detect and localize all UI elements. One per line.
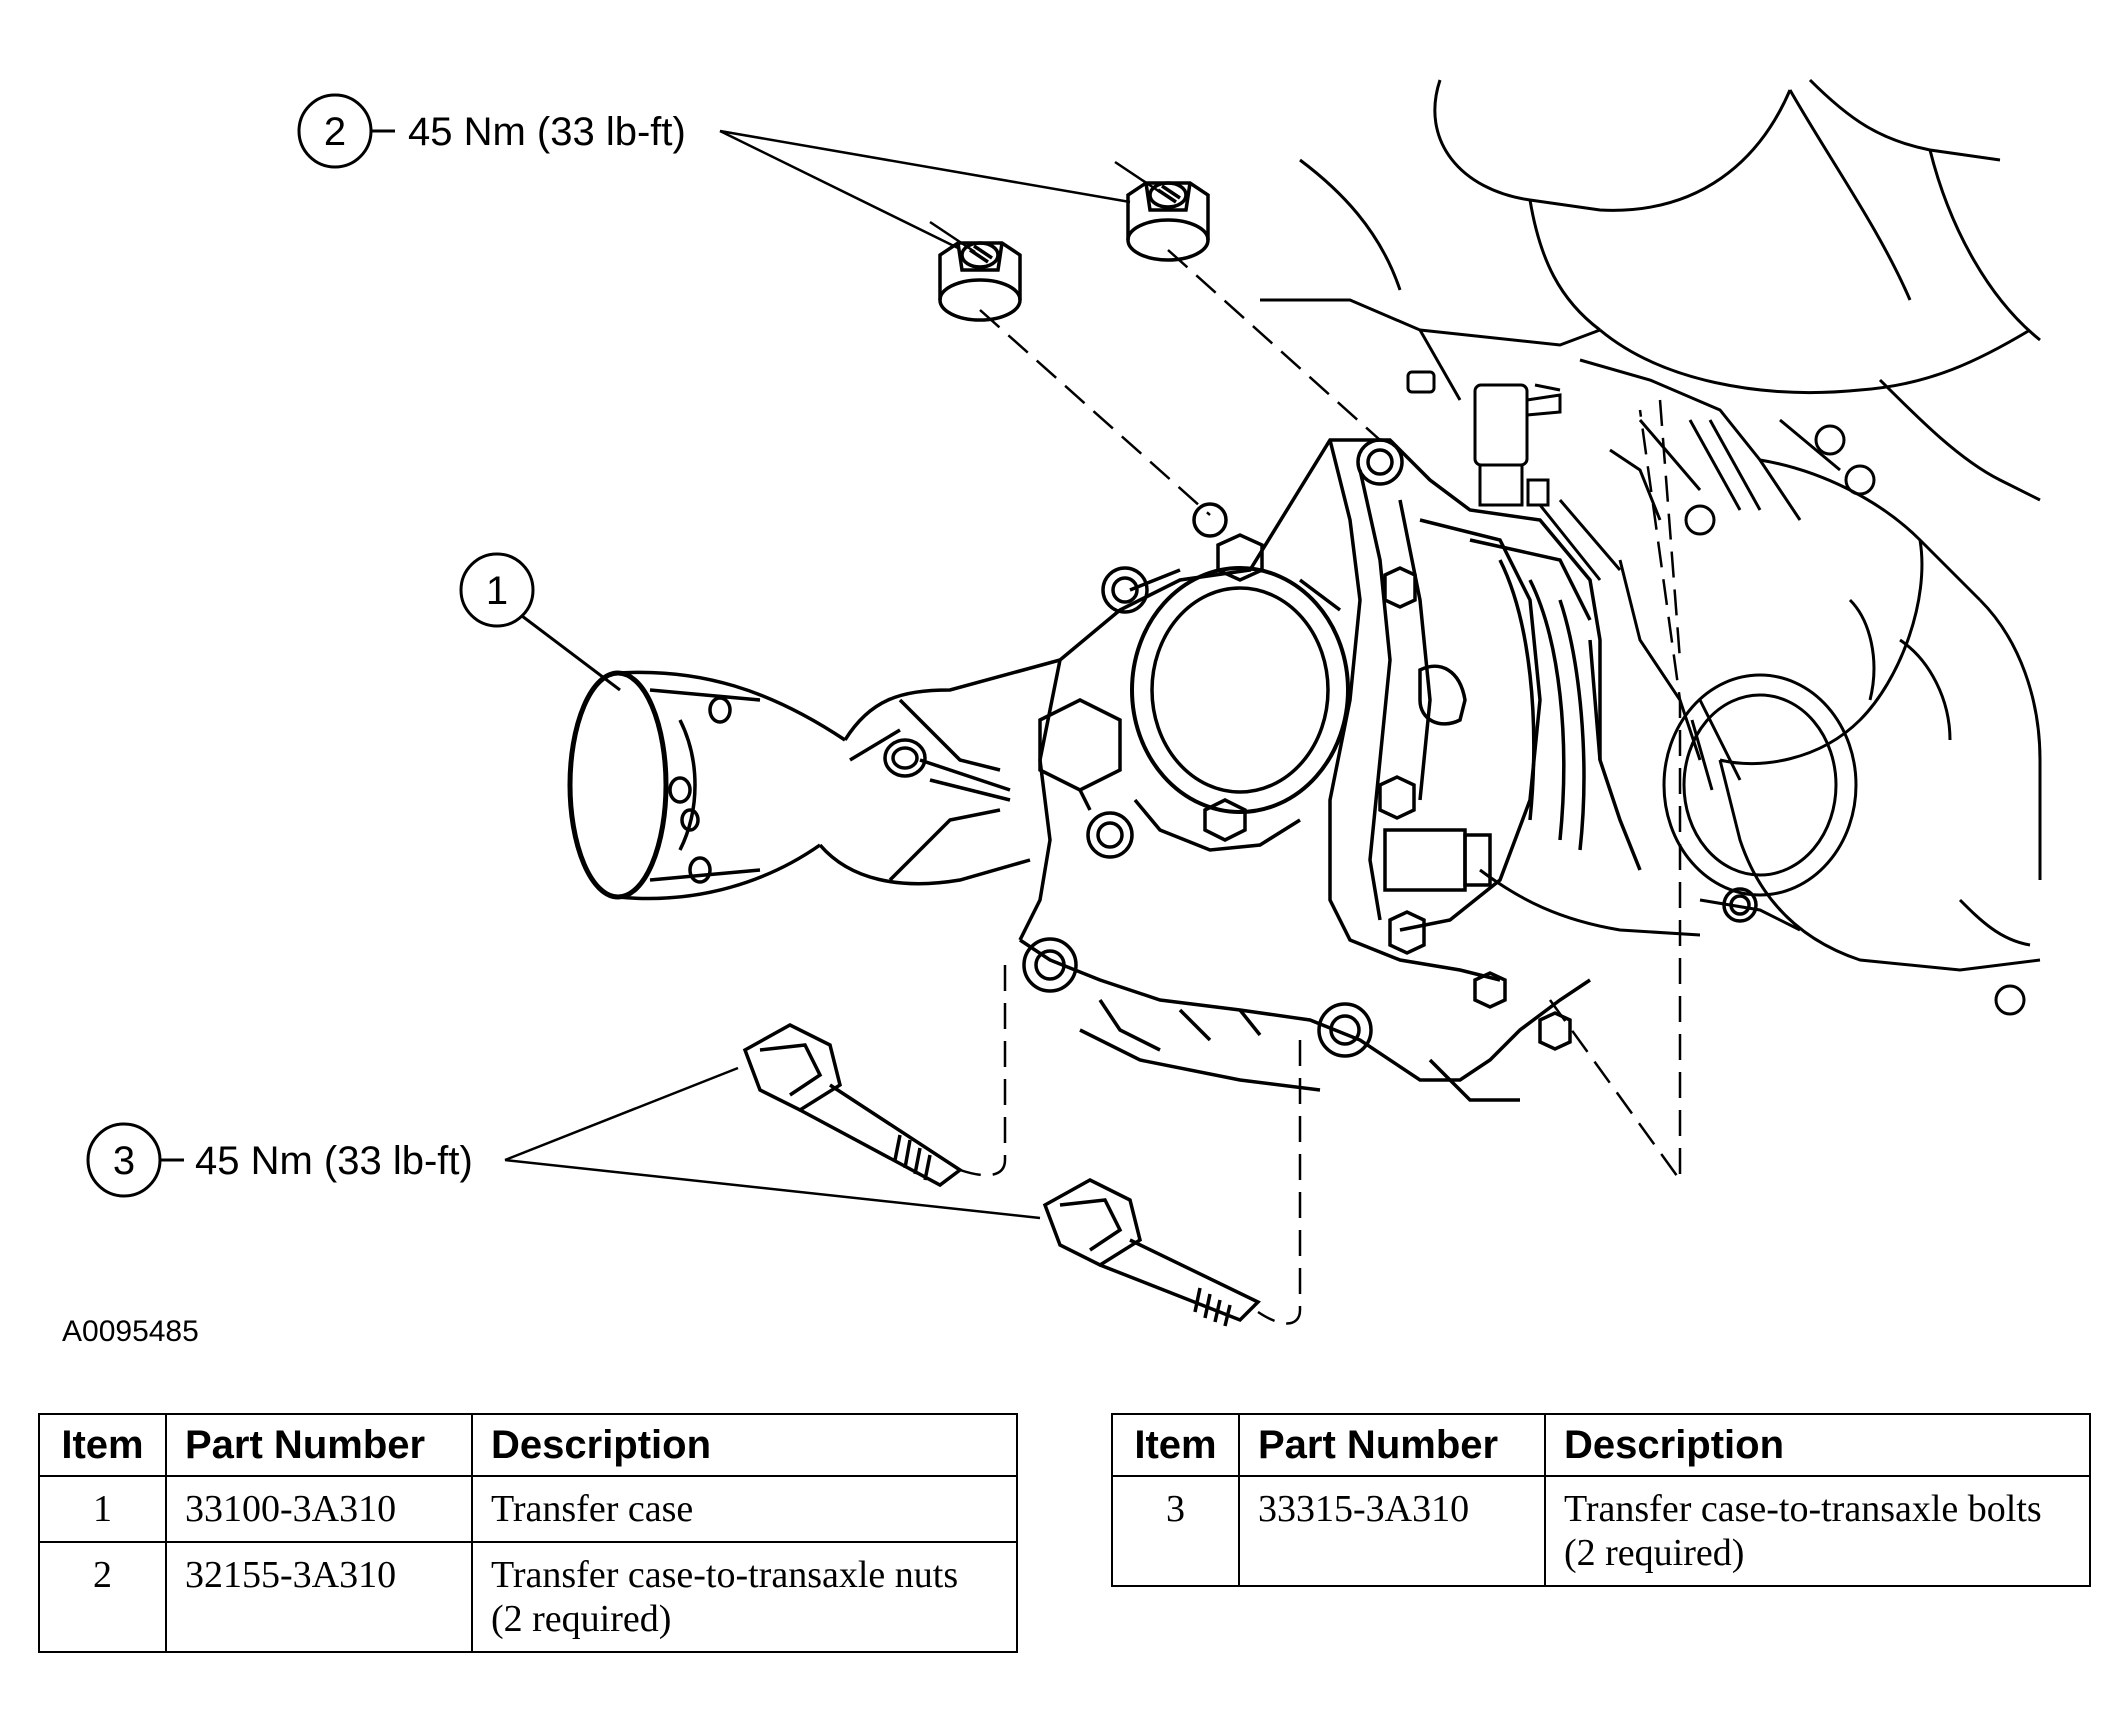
callout-2-torque: 45 Nm (33 lb-ft) [408, 110, 686, 154]
nut-studs [929, 160, 1161, 254]
cell-part-number: 33100-3A310 [165, 1475, 473, 1543]
cell-part-number: 33315-3A310 [1238, 1475, 1546, 1587]
table-row: 2 32155-3A310 Transfer case-to-transaxle… [38, 1541, 1018, 1653]
callout-1: 1 [459, 552, 621, 692]
table-row: 3 33315-3A310 Transfer case-to-transaxle… [1111, 1475, 2091, 1587]
header-part-number: Part Number [165, 1413, 473, 1477]
parts-table-left: Item Part Number Description 1 33100-3A3… [38, 1413, 1018, 1653]
bolt-3a [742, 1023, 964, 1188]
cell-description: Transfer case-to-transaxle bolts (2 requ… [1544, 1475, 2091, 1587]
cell-item: 1 [38, 1475, 167, 1543]
header-description: Description [471, 1413, 1018, 1477]
callout-3-torque: 45 Nm (33 lb-ft) [195, 1139, 473, 1183]
nut-2b [1126, 181, 1210, 262]
figure-id: A0095485 [62, 1315, 199, 1348]
bolt-3b [1042, 1178, 1261, 1327]
installation-lines [959, 249, 1682, 1325]
exploded-view-diagram: 2 45 Nm (33 lb-ft) 1 3 45 Nm (33 lb-ft) [86, 78, 2042, 1327]
cell-description: Transfer case-to-transaxle nuts (2 requi… [471, 1541, 1018, 1653]
header-item: Item [38, 1413, 167, 1477]
callout-3-number: 3 [113, 1139, 135, 1183]
callout-2-number: 2 [324, 110, 346, 154]
cell-description: Transfer case [471, 1475, 1018, 1543]
callout-1-number: 1 [486, 569, 508, 613]
transaxle-housing [1260, 78, 2042, 1016]
cell-part-number: 32155-3A310 [165, 1541, 473, 1653]
table-header-row: Item Part Number Description [38, 1413, 1018, 1477]
header-item: Item [1111, 1413, 1240, 1477]
callout-3: 3 45 Nm (33 lb-ft) [86, 1066, 1041, 1220]
transfer-case [567, 438, 1758, 1102]
table-row: 1 33100-3A310 Transfer case [38, 1475, 1018, 1543]
parts-table-right: Item Part Number Description 3 33315-3A3… [1111, 1413, 2091, 1587]
cell-item: 3 [1111, 1475, 1240, 1587]
header-description: Description [1544, 1413, 2091, 1477]
table-header-row: Item Part Number Description [1111, 1413, 2091, 1477]
cell-item: 2 [38, 1541, 167, 1653]
callout-2: 2 45 Nm (33 lb-ft) [297, 93, 1131, 250]
header-part-number: Part Number [1238, 1413, 1546, 1477]
nut-2a [938, 241, 1022, 322]
